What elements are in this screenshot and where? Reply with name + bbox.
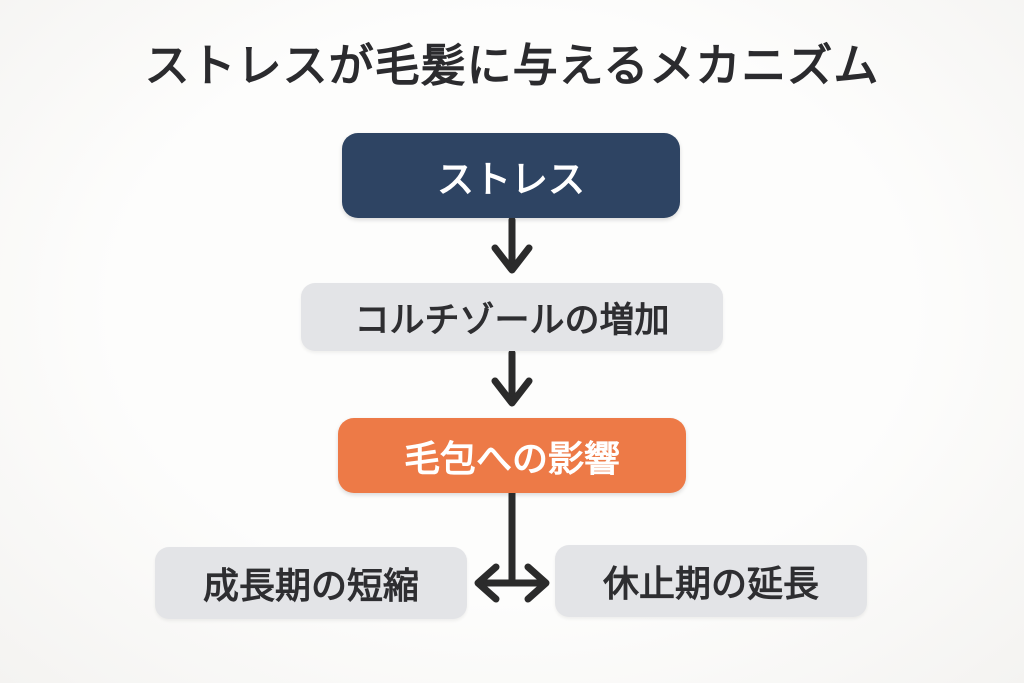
arrow-down-icon xyxy=(490,218,534,276)
branch-double-arrow-icon xyxy=(472,493,552,605)
diagram-title: ストレスが毛髪に与えるメカニズム xyxy=(144,40,880,91)
node-telogen-extension: 休止期の延長 xyxy=(555,545,867,617)
node-follicle: 毛包への影響 xyxy=(338,418,686,493)
node-stress: ストレス xyxy=(342,133,680,218)
arrow-down-icon xyxy=(490,351,534,409)
node-anagen-shortening: 成長期の短縮 xyxy=(155,547,467,619)
node-cortisol: コルチゾールの増加 xyxy=(301,283,723,351)
